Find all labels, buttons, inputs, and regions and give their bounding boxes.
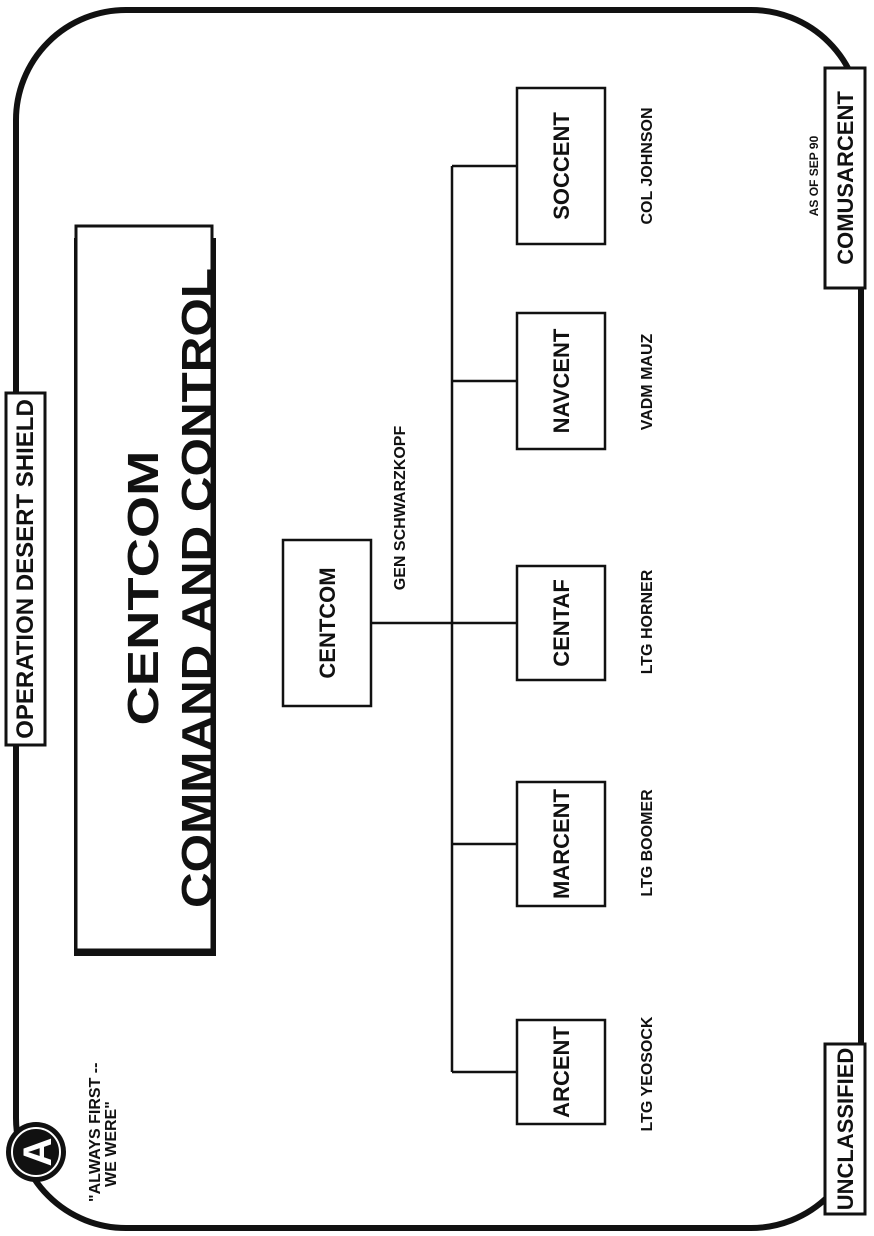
org-node-marcent: MARCENT [515,780,607,908]
emblem-letter: A [16,1138,60,1167]
navcent-commander: VADM MAUZ [639,333,656,430]
soccent-commander: COL JOHNSON [639,107,656,224]
emblem-circle-icon [6,1122,66,1182]
source-label: COMUSARCENT [823,66,867,290]
motto-line-2: WE WERE" [103,1101,120,1187]
org-node-marcent-label: MARCENT [549,788,574,899]
arcent-commander: LTG YEOSOCK [639,1016,656,1131]
centcom-commander: GEN SCHWARZKOPF [392,426,409,591]
org-node-arcent: ARCENT [515,1018,607,1126]
marcent-commander: LTG BOOMER [639,789,656,897]
org-node-centcom-label: CENTCOM [315,567,340,678]
title-line-1: CENTCOM [119,451,168,726]
date-note: AS OF SEP 90 [807,135,821,216]
org-node-centaf-label: CENTAF [549,579,574,667]
title-line-2: COMMAND AND CONTROL [173,268,222,908]
classification-label-text: UNCLASSIFIED [833,1048,858,1211]
centaf-commander: LTG HORNER [639,569,656,674]
source-label-text: COMUSARCENT [833,91,858,265]
org-node-arcent-label: ARCENT [549,1026,574,1118]
org-node-centcom: CENTCOM [281,538,373,708]
org-node-navcent-label: NAVCENT [549,328,574,433]
org-node-soccent: SOCCENT [515,86,607,246]
motto-line-1: "ALWAYS FIRST -- [87,1063,104,1202]
classification-label: UNCLASSIFIED [823,1042,867,1216]
operation-label: OPERATION DESERT SHIELD [4,391,47,747]
org-connectors [371,164,517,1074]
army-emblem: A [6,1122,66,1182]
org-node-centaf: CENTAF [515,564,607,682]
org-node-soccent-label: SOCCENT [549,112,574,220]
org-node-navcent: NAVCENT [515,311,607,451]
title-box: CENTCOM COMMAND AND CONTROL [74,224,222,956]
operation-label-text: OPERATION DESERT SHIELD [12,399,39,739]
